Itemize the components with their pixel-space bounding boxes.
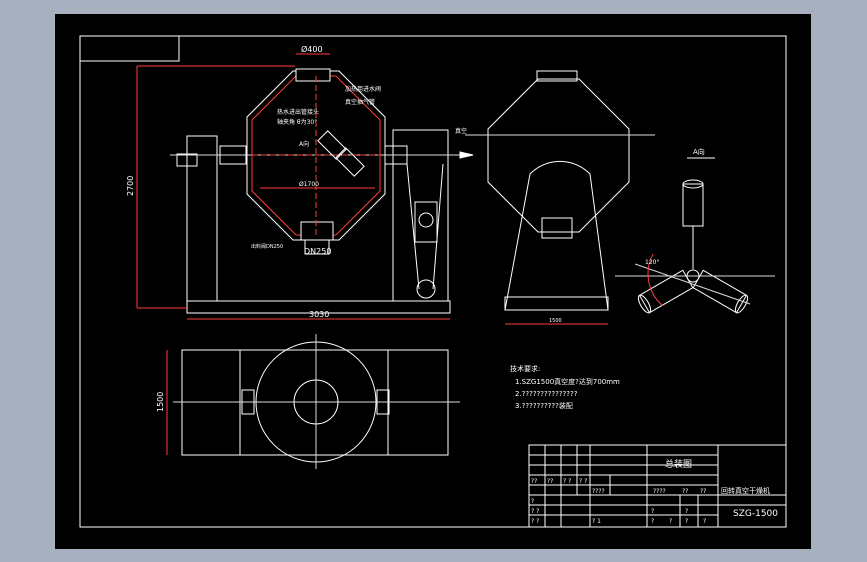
side-vessel-octagon — [487, 78, 630, 233]
dim-top-diameter: Ø400 — [301, 44, 323, 54]
front-view-dimensions — [136, 53, 450, 320]
note-bottom-left: 出料阀DN250 — [251, 243, 283, 250]
title-product-name: 回转真空干燥机 — [721, 486, 770, 495]
plan-view — [173, 334, 460, 469]
vessel-jacket — [251, 75, 381, 236]
detail-cylinder-left — [692, 269, 748, 314]
cad-drawing: 2700 3030 Ø400 Ø1700 DN250 A向 加热用进水阀 真空抽… — [79, 35, 787, 528]
tb-cell: ? — [703, 518, 706, 525]
technical-notes: 技术要求: 1.SZG1500真空度?达到700mm 2.???????????… — [510, 364, 620, 410]
title-model: SZG-1500 — [733, 509, 778, 519]
tb-cell: ?? — [547, 478, 553, 485]
tb-cell: ?? — [682, 488, 688, 495]
corner-label-box — [79, 35, 180, 62]
inner-border — [79, 35, 787, 528]
vessel-outer — [246, 70, 386, 241]
base-frame — [186, 300, 451, 314]
top-port — [295, 68, 331, 82]
dim-body-diameter: Ø1700 — [299, 181, 319, 188]
front-view — [170, 68, 474, 314]
tb-cell: ? ? — [531, 508, 539, 515]
shaft-tip — [459, 151, 474, 159]
dim-side-base: 1500 — [549, 318, 562, 324]
bottom-port — [300, 221, 334, 241]
tb-cell: ? — [531, 498, 534, 505]
dim-plan-width: 1500 — [156, 392, 165, 412]
tb-cell: ?? — [700, 488, 706, 495]
note-top-right-1: 加热用进水阀 — [345, 85, 381, 93]
detail-angle-arc — [647, 253, 664, 307]
detail-title: A向 — [693, 147, 705, 156]
dim-bottom-port: DN250 — [304, 247, 331, 256]
tb-cell: ? ? — [563, 478, 571, 485]
side-base — [504, 296, 609, 311]
note-angle: 轴夹角 θ为30° — [277, 118, 317, 126]
notes-line-1: 1.SZG1500真空度?达到700mm — [515, 377, 620, 386]
side-arch-support — [504, 160, 609, 311]
title-drawing-name: 总装图 — [665, 458, 692, 470]
tb-cell: ???? — [653, 488, 666, 495]
drawing-sheet: 2700 3030 Ø400 Ø1700 DN250 A向 加热用进水阀 真空抽… — [55, 14, 811, 549]
detail-motor-top — [682, 183, 704, 227]
side-view — [465, 70, 655, 311]
detail-cylinder-right — [638, 269, 694, 314]
notes-line-3: 3.??????????装配 — [515, 401, 573, 410]
right-support-frame — [392, 129, 449, 302]
left-support-frame — [186, 135, 218, 302]
note-upper-1: 热水进出管接头 — [277, 108, 319, 116]
tb-cell: ? 1 — [592, 518, 601, 525]
pulley — [416, 279, 436, 299]
title-placeholder-cells: ?? ?? ? ? ? ? ???? ???? ?? ?? ? ? ? ? ? … — [531, 478, 706, 525]
tb-cell: ? ? — [531, 518, 539, 525]
tb-cell: ? — [685, 508, 688, 515]
tb-cell: ? — [651, 518, 654, 525]
dim-total-height: 2700 — [126, 176, 135, 196]
tb-cell: ? ? — [579, 478, 587, 485]
label-shaft: 真空 — [455, 127, 467, 135]
detail-view — [615, 179, 775, 314]
label-center-a: A向 — [299, 140, 309, 148]
notes-heading: 技术要求: — [510, 364, 540, 373]
title-block — [528, 444, 787, 528]
tb-cell: ? — [651, 508, 654, 515]
tb-cell: ? — [669, 518, 672, 525]
dim-total-length: 3030 — [309, 310, 329, 319]
tb-cell: ???? — [592, 488, 605, 495]
tb-cell: ?? — [531, 478, 537, 485]
notes-line-2: 2.??????????????? — [515, 390, 578, 398]
detail-angle: 120° — [645, 259, 659, 266]
note-top-right-2: 真空抽气管 — [345, 98, 375, 106]
tb-cell: ? — [685, 518, 688, 525]
